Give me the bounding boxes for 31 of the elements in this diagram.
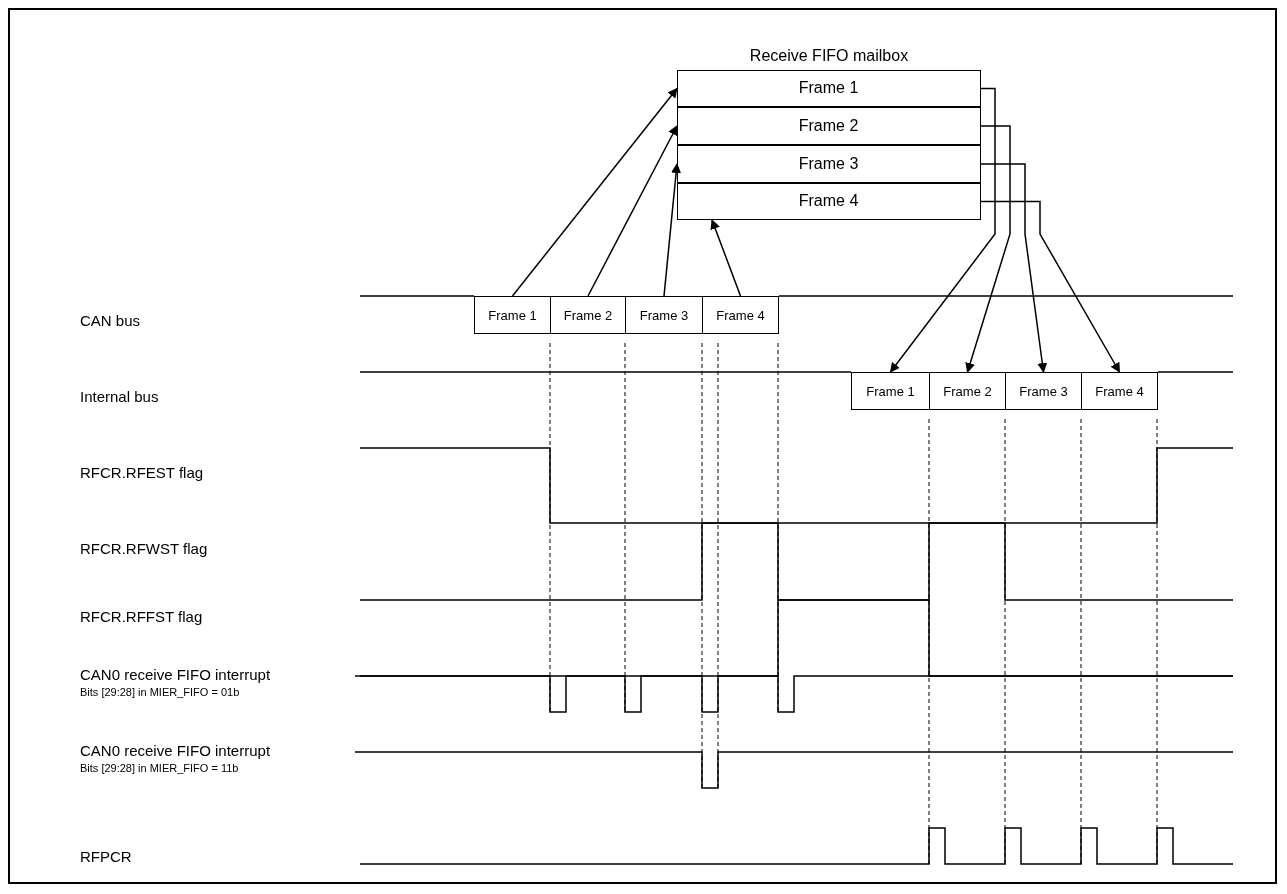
mailbox-slot: Frame 3 bbox=[676, 144, 981, 183]
arrow bbox=[663, 163, 682, 297]
arrow bbox=[980, 200, 1121, 373]
signal-note: Bits [29:28] in MIER_FIFO = 11b bbox=[80, 762, 239, 774]
frame-box: Frame 4 bbox=[702, 296, 779, 334]
arrow bbox=[889, 87, 996, 373]
mailbox-slot: Frame 2 bbox=[676, 106, 981, 145]
signal-name: RFCR.RFEST flag bbox=[80, 464, 204, 481]
signal-name: RFPCR bbox=[80, 848, 132, 865]
arrow bbox=[511, 87, 678, 297]
frame-box: Frame 3 bbox=[1005, 372, 1082, 410]
frame-box: Frame 4 bbox=[1081, 372, 1158, 410]
frame-box: Frame 3 bbox=[625, 296, 703, 334]
signal-name: CAN0 receive FIFO interrupt bbox=[80, 666, 271, 683]
mailbox-slot: Frame 4 bbox=[676, 182, 981, 220]
signal-name: Internal bus bbox=[80, 388, 159, 405]
signal-name: CAN bus bbox=[80, 312, 141, 329]
arrow bbox=[965, 125, 1011, 373]
signal-name: CAN0 receive FIFO interrupt bbox=[80, 742, 271, 759]
mailbox-title: Receive FIFO mailbox bbox=[748, 47, 910, 65]
signal-note: Bits [29:28] in MIER_FIFO = 01b bbox=[80, 686, 240, 698]
arrow bbox=[587, 125, 678, 297]
frame-box: Frame 1 bbox=[851, 372, 930, 410]
frame-box: Frame 1 bbox=[474, 296, 551, 334]
mailbox-slot: Frame 1 bbox=[676, 69, 981, 107]
arrow bbox=[710, 219, 742, 297]
signal-name: RFCR.RFFST flag bbox=[80, 608, 203, 625]
arrow bbox=[980, 163, 1048, 373]
signal-name: RFCR.RFWST flag bbox=[80, 540, 208, 557]
frame-box: Frame 2 bbox=[550, 296, 626, 334]
frame-box: Frame 2 bbox=[929, 372, 1006, 410]
